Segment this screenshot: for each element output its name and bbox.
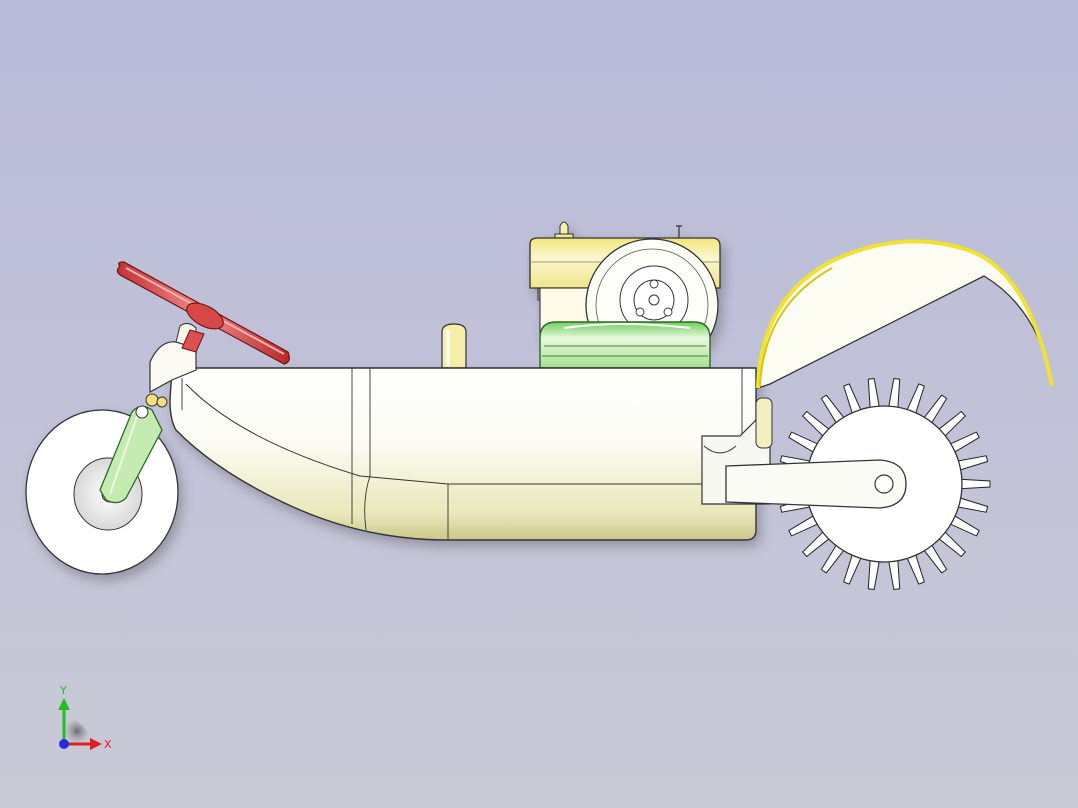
triad-y-label: Y: [59, 684, 67, 697]
triad-y-axis: [58, 698, 70, 744]
cutter-spike: [887, 558, 901, 591]
cutter-spike: [955, 496, 989, 513]
throttle-lever[interactable]: [441, 323, 467, 369]
cutter-spike: [955, 455, 989, 472]
triad-plane-shade: [64, 718, 90, 744]
front-fork-arm[interactable]: [99, 405, 163, 504]
spiked-cutter-wheel[interactable]: [725, 377, 991, 591]
steering-wheel[interactable]: [116, 261, 290, 365]
cutter-spike: [887, 377, 901, 410]
cutter-spike: [867, 558, 881, 591]
steering-column[interactable]: [145, 322, 197, 408]
triad-z-axis: [59, 739, 69, 749]
cutter-guard[interactable]: [756, 239, 1054, 389]
cutter-spike: [867, 377, 881, 410]
chassis-body[interactable]: [169, 367, 757, 541]
triad-x-label: X: [104, 738, 112, 751]
fuel-tank[interactable]: [539, 321, 711, 369]
cutter-spike: [959, 478, 991, 490]
orientation-triad[interactable]: Y X: [40, 680, 130, 760]
